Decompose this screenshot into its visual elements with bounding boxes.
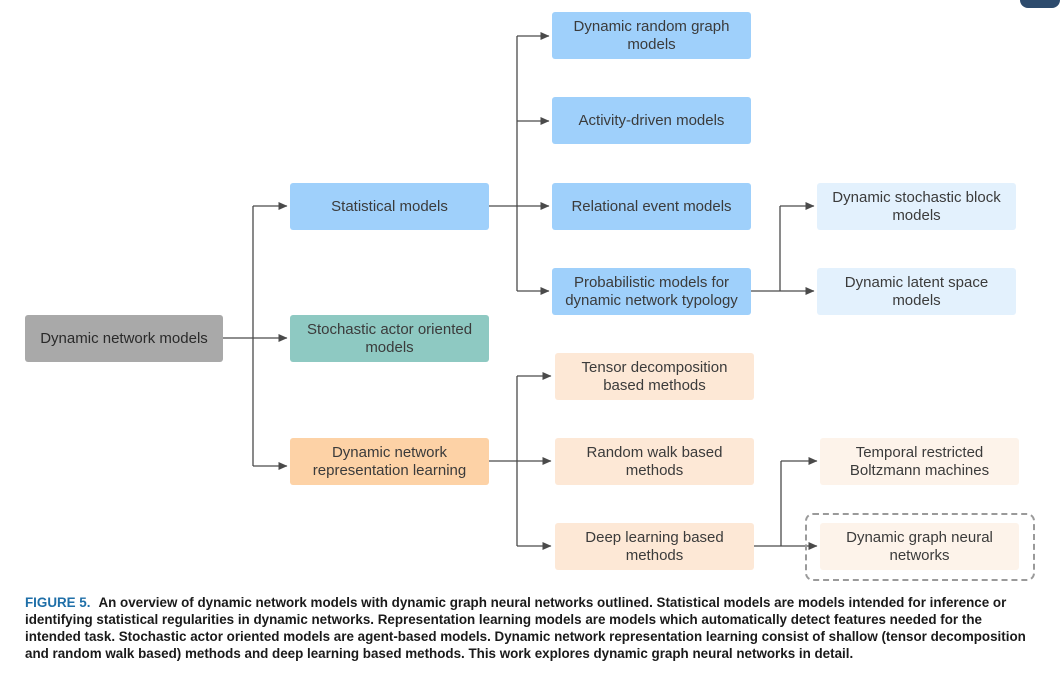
node-probabilistic-models: Probabilistic models for dynamic network…: [552, 268, 751, 315]
connector-lines: [223, 32, 818, 550]
corner-decoration: [1020, 0, 1060, 8]
node-random-walk: Random walk based methods: [555, 438, 754, 485]
figure-label: FIGURE 5.: [25, 595, 91, 610]
node-deep-learning: Deep learning based methods: [555, 523, 754, 570]
node-stochastic-actor-models: Stochastic actor oriented models: [290, 315, 489, 362]
model-taxonomy-diagram: Dynamic network models Statistical model…: [25, 12, 1035, 581]
node-statistical-models: Statistical models: [290, 183, 489, 230]
figure-caption-text: An overview of dynamic network models wi…: [25, 595, 1026, 661]
node-dynamic-random-graph-models: Dynamic random graph models: [552, 12, 751, 59]
node-tensor-decomposition: Tensor decomposition based methods: [555, 353, 754, 400]
figure-caption: FIGURE 5.An overview of dynamic network …: [25, 594, 1040, 662]
node-temporal-rbm: Temporal restricted Boltzmann machines: [820, 438, 1019, 485]
node-dynamic-latent-space-models: Dynamic latent space models: [817, 268, 1016, 315]
node-dynamic-network-models: Dynamic network models: [25, 315, 223, 362]
dgnn-highlight-outline: [805, 513, 1035, 581]
node-dynamic-graph-neural-networks: Dynamic graph neural networks: [820, 523, 1019, 570]
node-representation-learning: Dynamic network representation learning: [290, 438, 489, 485]
node-activity-driven-models: Activity-driven models: [552, 97, 751, 144]
node-dynamic-stochastic-block-models: Dynamic stochastic block models: [817, 183, 1016, 230]
node-relational-event-models: Relational event models: [552, 183, 751, 230]
